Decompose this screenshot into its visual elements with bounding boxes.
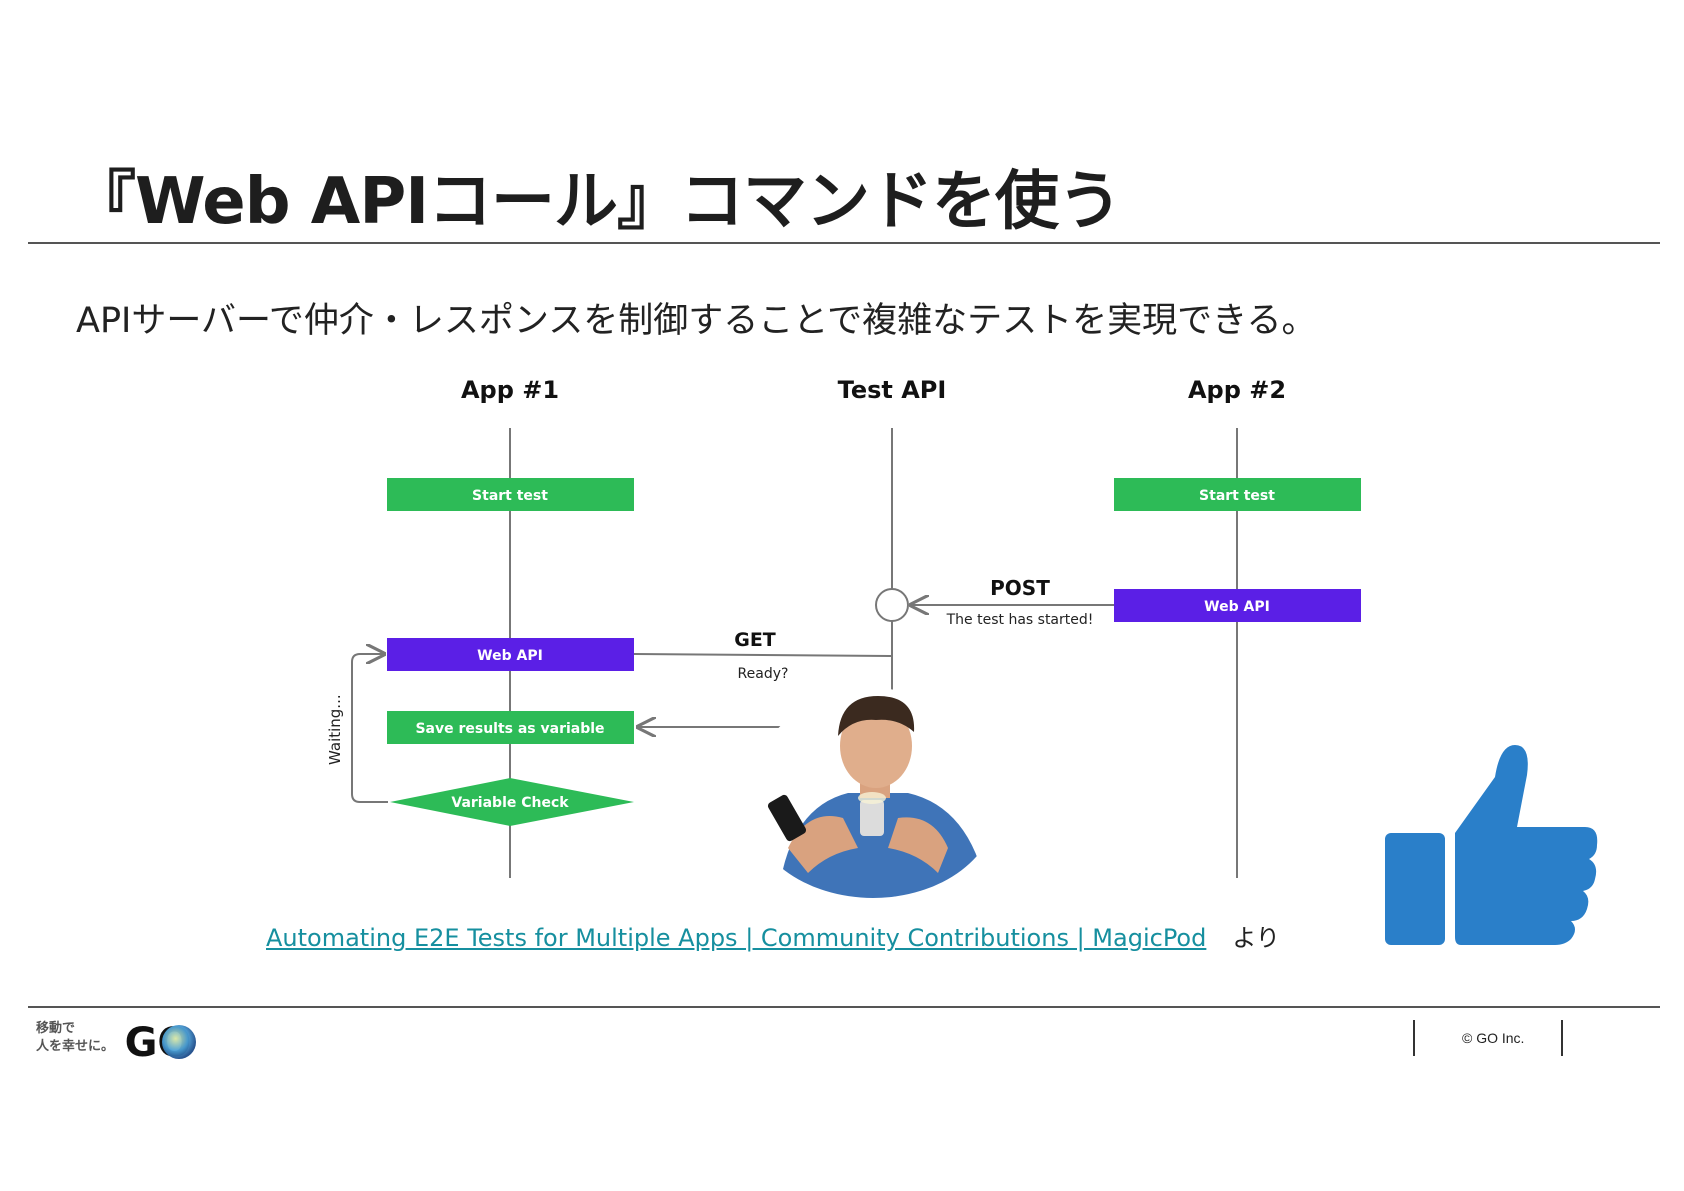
post-sublabel: The test has started! [946, 612, 1094, 628]
app1-start-label: Start test [472, 488, 548, 504]
thumbs-up-icon [1385, 745, 1598, 945]
logo-tagline-line1: 移動で [36, 1021, 76, 1036]
footer-divider-left [1413, 1020, 1415, 1056]
waiting-loop-arrow [351, 654, 388, 803]
app1-webapi-label: Web API [477, 648, 543, 664]
app2-start-label: Start test [1199, 488, 1275, 504]
get-label: GET [734, 629, 776, 651]
app2-webapi-box [1114, 589, 1361, 622]
lane-app2-label: App #2 [1188, 376, 1286, 404]
title-divider [28, 242, 1660, 244]
get-sublabel: Ready? [738, 666, 789, 682]
app2-webapi-label: Web API [1204, 599, 1270, 615]
go-logo-mark: GO [125, 1020, 196, 1064]
waiting-label: Waiting... [326, 694, 344, 765]
get-line [633, 653, 893, 657]
slide-title: 『Web APIコール』コマンドを使う [72, 165, 1122, 239]
app1-webapi-box [387, 638, 634, 671]
footer-logo: 移動で 人を幸せに。 GO [36, 1018, 216, 1064]
copyright-text: © GO Inc. [1462, 1030, 1525, 1046]
lane-testapi-label: Test API [838, 376, 947, 404]
post-label: POST [990, 576, 1050, 600]
logo-tagline: 移動で 人を幸せに。 [36, 1020, 114, 1056]
app1-check-label: Variable Check [451, 795, 569, 811]
app1-check-diamond [390, 778, 634, 826]
source-citation: Automating E2E Tests for Multiple Apps |… [266, 918, 1280, 953]
footer-divider-line [28, 1006, 1660, 1008]
app2-start-box [1114, 478, 1361, 511]
person-using-phones-illustration [748, 688, 998, 898]
app1-save-box [387, 711, 634, 744]
footer-divider-right [1561, 1020, 1563, 1056]
logo-tagline-line2: 人を幸せに。 [36, 1039, 115, 1054]
app1-start-box [387, 478, 634, 511]
sequence-diagram: App #1 Test API App #2 Start test Web AP… [326, 376, 1361, 878]
source-link[interactable]: Automating E2E Tests for Multiple Apps |… [266, 924, 1207, 952]
testapi-node [875, 588, 909, 622]
slide-subtitle: APIサーバーで仲介・レスポンスを制御することで複雑なテストを実現できる。 [76, 301, 1317, 341]
lane-app1-label: App #1 [461, 376, 559, 404]
app1-save-label: Save results as variable [415, 721, 604, 737]
source-suffix: より [1232, 924, 1280, 952]
